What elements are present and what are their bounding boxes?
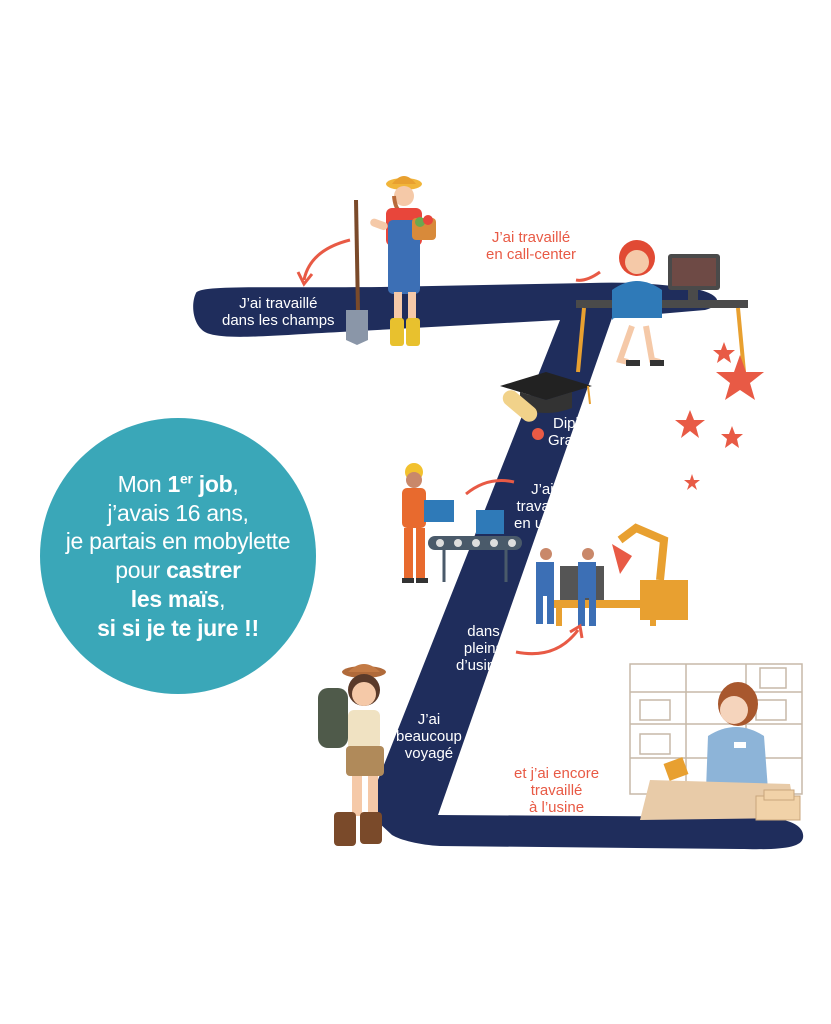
warehouse-worker-illustration bbox=[629, 663, 803, 821]
label-voyage: J’ai beaucoup voyagé bbox=[396, 711, 462, 762]
z-path bbox=[193, 282, 804, 850]
label-usine: J’ai travaillé en usine bbox=[514, 481, 571, 532]
factory-worker-illustration bbox=[402, 463, 522, 583]
label-diplome: Diplôme Graphiste bbox=[548, 415, 614, 450]
label-line: Diplôme bbox=[553, 415, 609, 432]
label-line: dans bbox=[467, 623, 500, 640]
diploma-scroll-icon bbox=[502, 390, 544, 440]
circle-text: pour bbox=[115, 557, 167, 583]
label-encore: et j’ai encore travaillé à l’usine bbox=[514, 765, 600, 816]
label-line: en call-center bbox=[486, 245, 577, 263]
circle-text: 1 bbox=[167, 470, 181, 497]
label-line: J’ai bbox=[417, 711, 441, 728]
circle-line-5: les maïs, bbox=[130, 585, 226, 614]
circle-text: , bbox=[232, 470, 239, 497]
intro-circle: Mon 1er job, j’avais 16 ans, je partais … bbox=[40, 418, 316, 694]
label-line: d’usines bbox=[456, 656, 512, 674]
circle-text: les maïs bbox=[130, 585, 220, 612]
circle-line-4: pour castrer bbox=[115, 556, 241, 585]
circle-text: , bbox=[219, 585, 226, 612]
traveler-illustration bbox=[318, 664, 386, 846]
label-line: J’ai travaillé bbox=[491, 229, 571, 246]
curved-arrow-icon bbox=[515, 629, 580, 656]
label-line: travaillé bbox=[530, 781, 583, 799]
label-line: Graphiste bbox=[548, 431, 614, 449]
label-champs: J’ai travaillé dans les champs bbox=[222, 295, 335, 330]
curved-arrow-icon bbox=[465, 479, 515, 496]
label-line: J’ai bbox=[531, 481, 554, 498]
robot-arm-illustration bbox=[536, 523, 688, 626]
circle-text: Mon bbox=[117, 470, 168, 497]
call-center-agent-illustration bbox=[576, 240, 748, 373]
label-line: en usine bbox=[514, 514, 571, 532]
circle-line-3: je partais en mobylette bbox=[65, 528, 291, 555]
star-icon bbox=[675, 342, 764, 490]
circle-superscript: er bbox=[180, 470, 193, 487]
label-line: dans les champs bbox=[222, 311, 335, 329]
label-line: J’ai travaillé bbox=[239, 295, 318, 312]
circle-line-6: si si je te jure !! bbox=[97, 614, 259, 641]
label-callcenter: J’ai travaillé en call-center bbox=[486, 229, 577, 264]
label-line: beaucoup bbox=[396, 727, 462, 745]
label-pleins: dans pleins d’usines bbox=[456, 623, 512, 674]
circle-line-2: j’avais 16 ans, bbox=[107, 499, 249, 526]
curved-arrow-icon bbox=[575, 270, 601, 282]
label-line: pleins bbox=[463, 639, 504, 657]
circle-line-1: Mon 1er job, bbox=[118, 470, 239, 499]
label-line: et j’ai encore bbox=[514, 765, 600, 782]
farmer-illustration bbox=[346, 176, 436, 346]
curved-arrow-icon bbox=[302, 238, 351, 281]
label-line: voyagé bbox=[404, 744, 454, 762]
circle-text: job bbox=[192, 470, 233, 497]
label-line: à l’usine bbox=[529, 798, 585, 816]
label-line: travaillé bbox=[516, 497, 569, 515]
circle-text: castrer bbox=[166, 557, 241, 583]
